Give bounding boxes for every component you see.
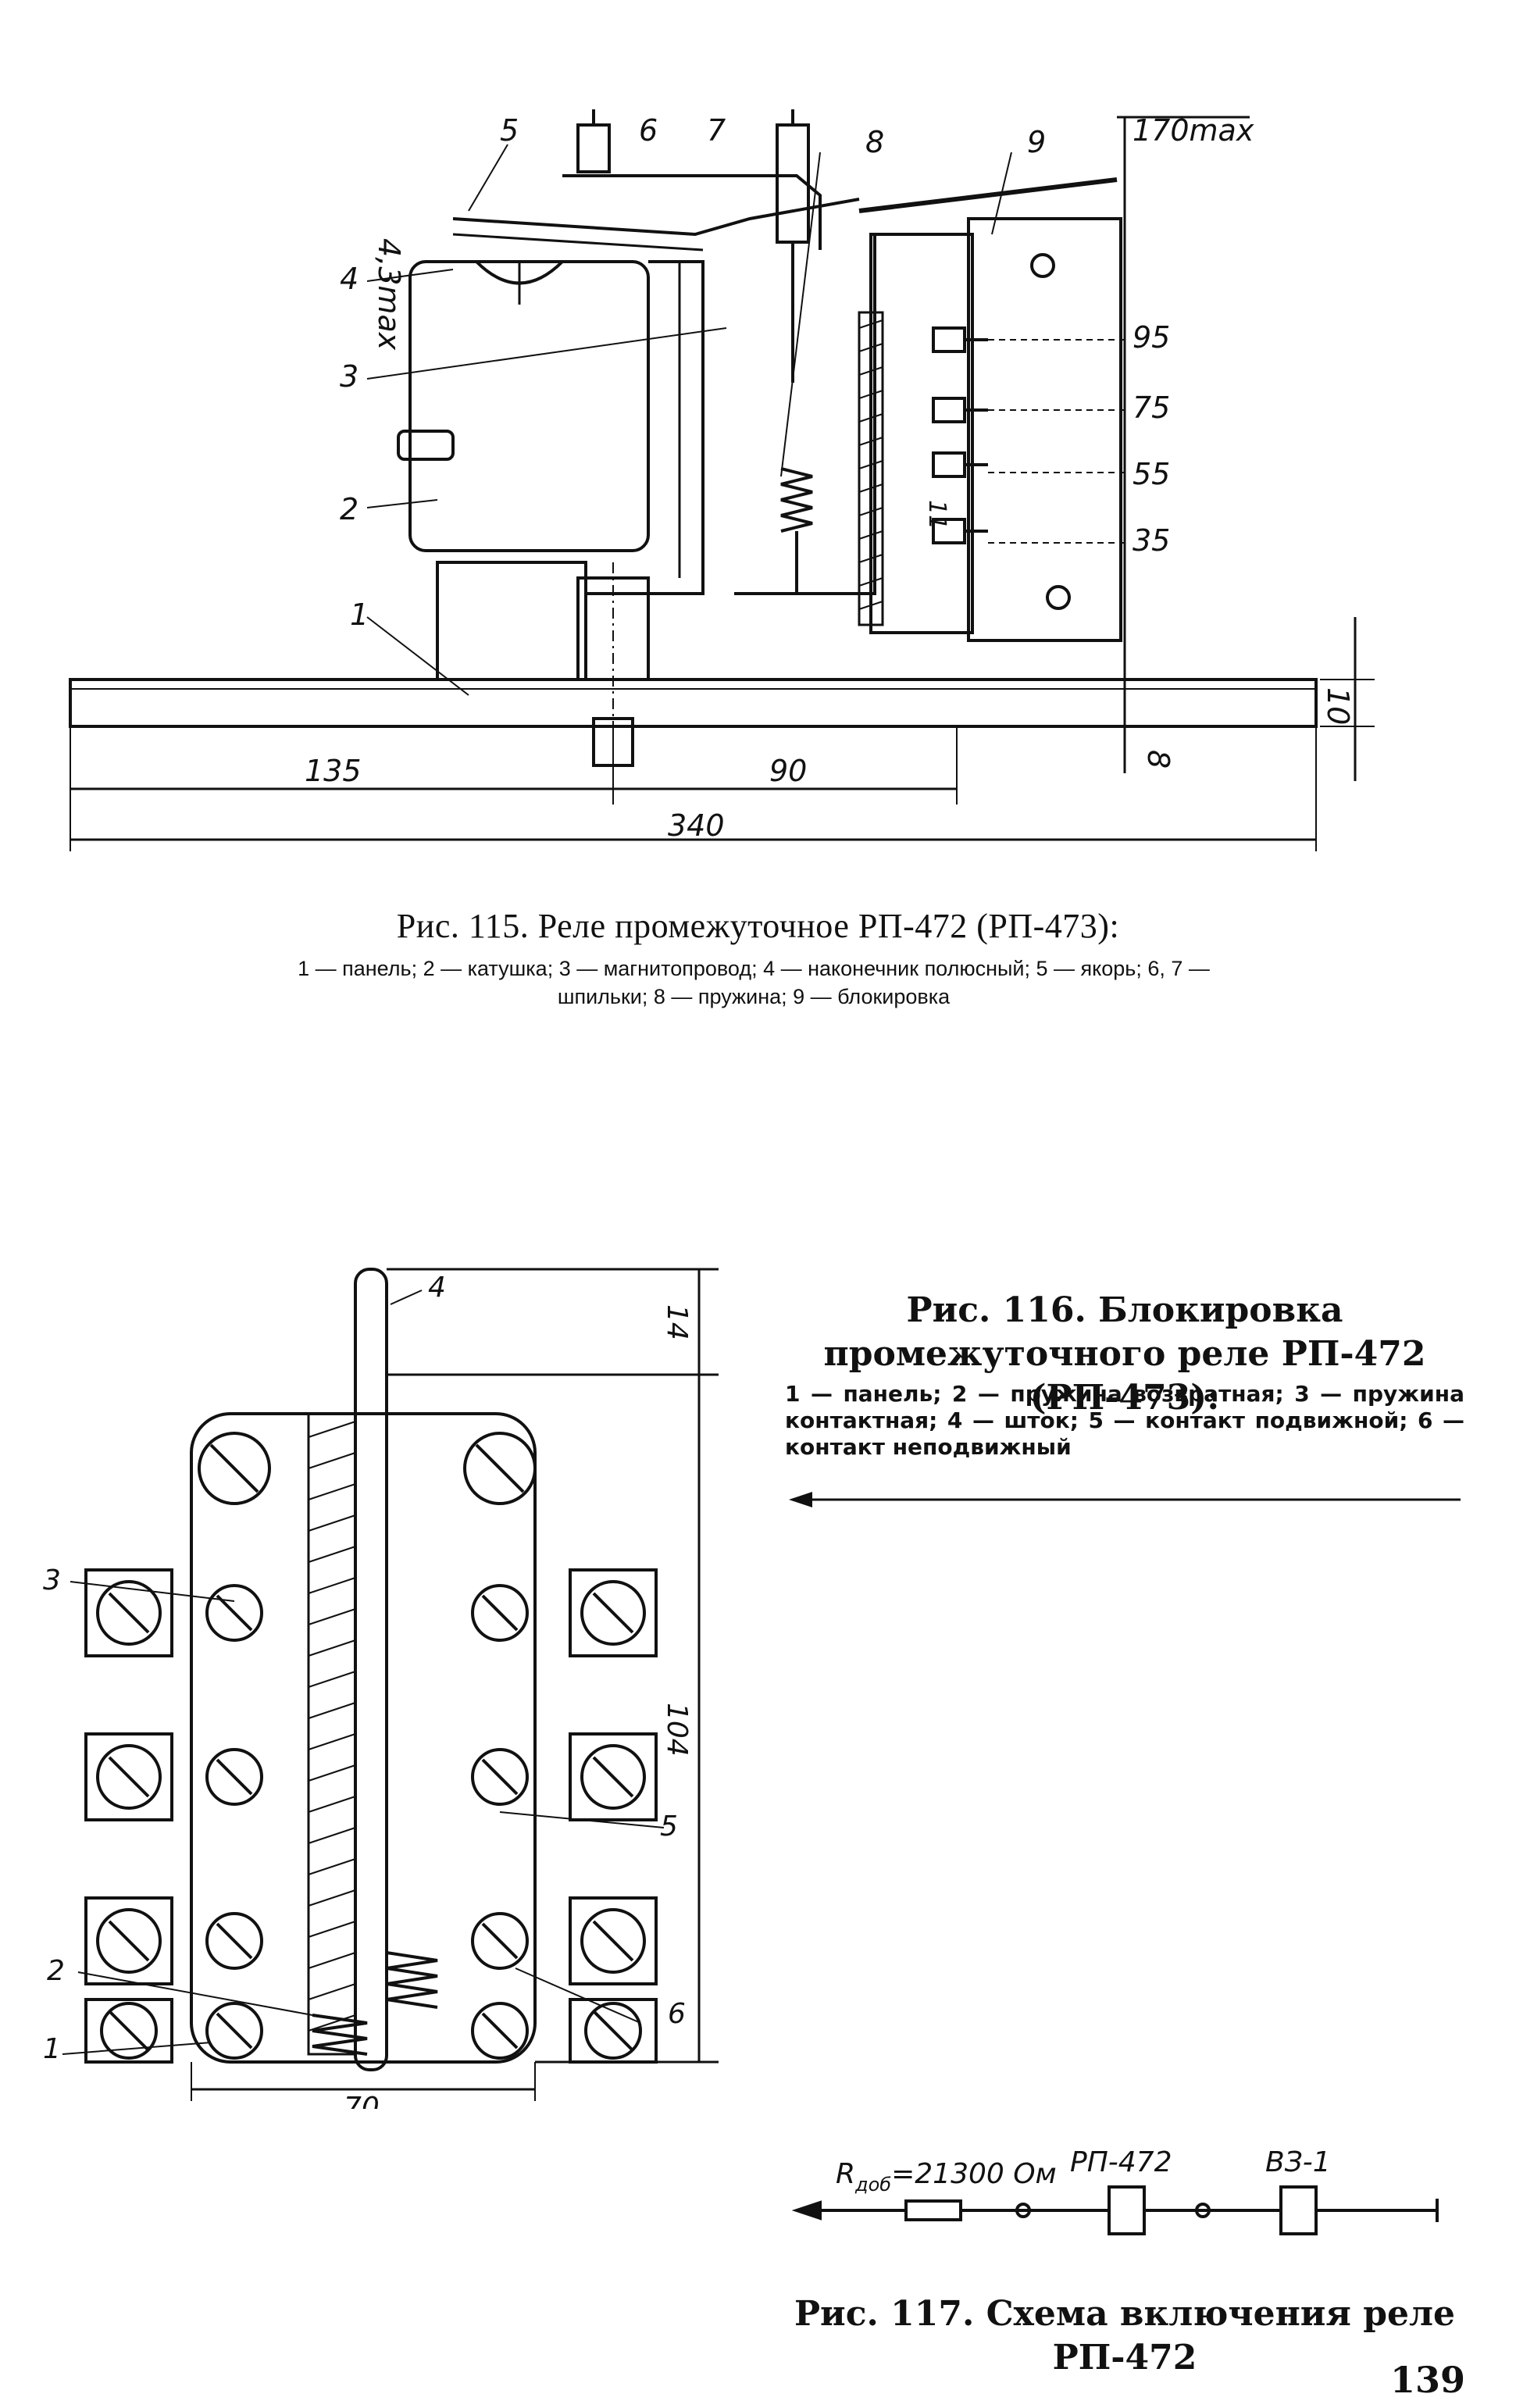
resistor-label: R [836,2158,855,2190]
fig116-caption-title: Рис. 116. Блокировка промежуточного реле… [823,1290,1426,1418]
callout-2: 2 [47,1955,65,1987]
screw-row-2 [84,1732,658,1821]
dim-170max: 170max [1133,113,1254,148]
rod-4 [354,1268,388,2071]
callout-1: 1 [43,2033,61,2065]
dim-55: 55 [1133,457,1170,491]
coil [408,260,650,552]
magnetic-core [586,260,704,595]
node-1 [1015,2203,1031,2218]
return-spring [312,2014,368,2056]
callout-3: 3 [43,1564,61,1596]
interlock-terminals [932,326,988,544]
dim-70: 70 [344,2092,380,2109]
fig115-caption-legend-2: шпильки; 8 — пружина; 9 — блокировка [557,985,951,1008]
dim-135: 135 [305,754,362,788]
fig116-arrow [789,1492,1461,1507]
callout-7: 7 [707,113,726,148]
dim-8: 8 [1141,750,1175,769]
screw-row-4 [84,1998,658,2064]
screw-row-1 [84,1568,658,1657]
switch-box [1279,2185,1318,2235]
figure-115-drawing: 1 2 3 4 5 6 7 8 9 170max 95 75 55 35 135… [69,109,1375,851]
screw-terminals [84,1432,658,2064]
base-panel [69,678,1318,728]
dim-104: 104 [661,1703,693,1757]
page-number: 139 [1390,2359,1466,2401]
interlock-body [190,1412,537,2064]
input-arrow [791,2200,822,2221]
spring-8 [780,467,813,533]
dim-35: 35 [1133,523,1170,558]
callout-8: 8 [865,125,884,159]
dim-10: 10 [1321,687,1355,725]
dim-95: 95 [1133,320,1170,355]
callout-6: 6 [639,113,658,148]
fig115-caption-legend-1: 1 — панель; 2 — катушка; 3 — магнитопров… [298,957,1210,980]
svg-text:Rдоб=21300 Ом: Rдоб=21300 Ом [836,2158,1057,2196]
callout-3: 3 [340,359,358,394]
callout-9: 9 [1027,125,1046,159]
armature [452,198,860,237]
dim-90: 90 [769,754,807,788]
figure-117-schematic: Rдоб=21300 Ом РП-472 ВЗ-1 [791,2146,1439,2235]
callout-2: 2 [340,492,358,526]
resistor [904,2199,962,2221]
callout-5: 5 [500,113,519,148]
relay-coil [1108,2185,1146,2235]
node-2 [1195,2203,1211,2218]
dim-340: 340 [668,808,725,843]
switch-label: ВЗ-1 [1265,2146,1331,2178]
fig115-caption-title: Рис. 115. Реле промежуточное РП-472 (РП-… [396,907,1120,945]
interlock-block [869,233,974,634]
dim-14: 14 [661,1304,693,1340]
callout-5: 5 [660,1810,678,1843]
callout-6: 6 [668,1998,686,2030]
screw-row-top [198,1432,537,1505]
dim-4-3max: 4,3max [372,238,406,351]
fig117-caption-title: Рис. 117. Схема включения реле РП-472 [794,2294,1456,2378]
callout-1: 1 [350,598,369,632]
screw-row-3 [84,1896,658,1985]
figure-116-drawing: 3 2 1 4 5 6 14 104 70 [43,1268,719,2109]
resistor-value: =21300 Ом [891,2158,1057,2190]
callout-4: 4 [428,1272,446,1304]
dim-75: 75 [1133,391,1170,425]
fig116-caption-legend: 1 — панель; 2 — пружина возвратная; 3 — … [785,1381,1464,1460]
return-spring-right [386,1951,438,2009]
callout-4: 4 [340,262,358,296]
resistor-subscript: доб [854,2174,891,2196]
relay-label: РП-472 [1070,2146,1172,2178]
dim-11: 11 [923,500,951,530]
